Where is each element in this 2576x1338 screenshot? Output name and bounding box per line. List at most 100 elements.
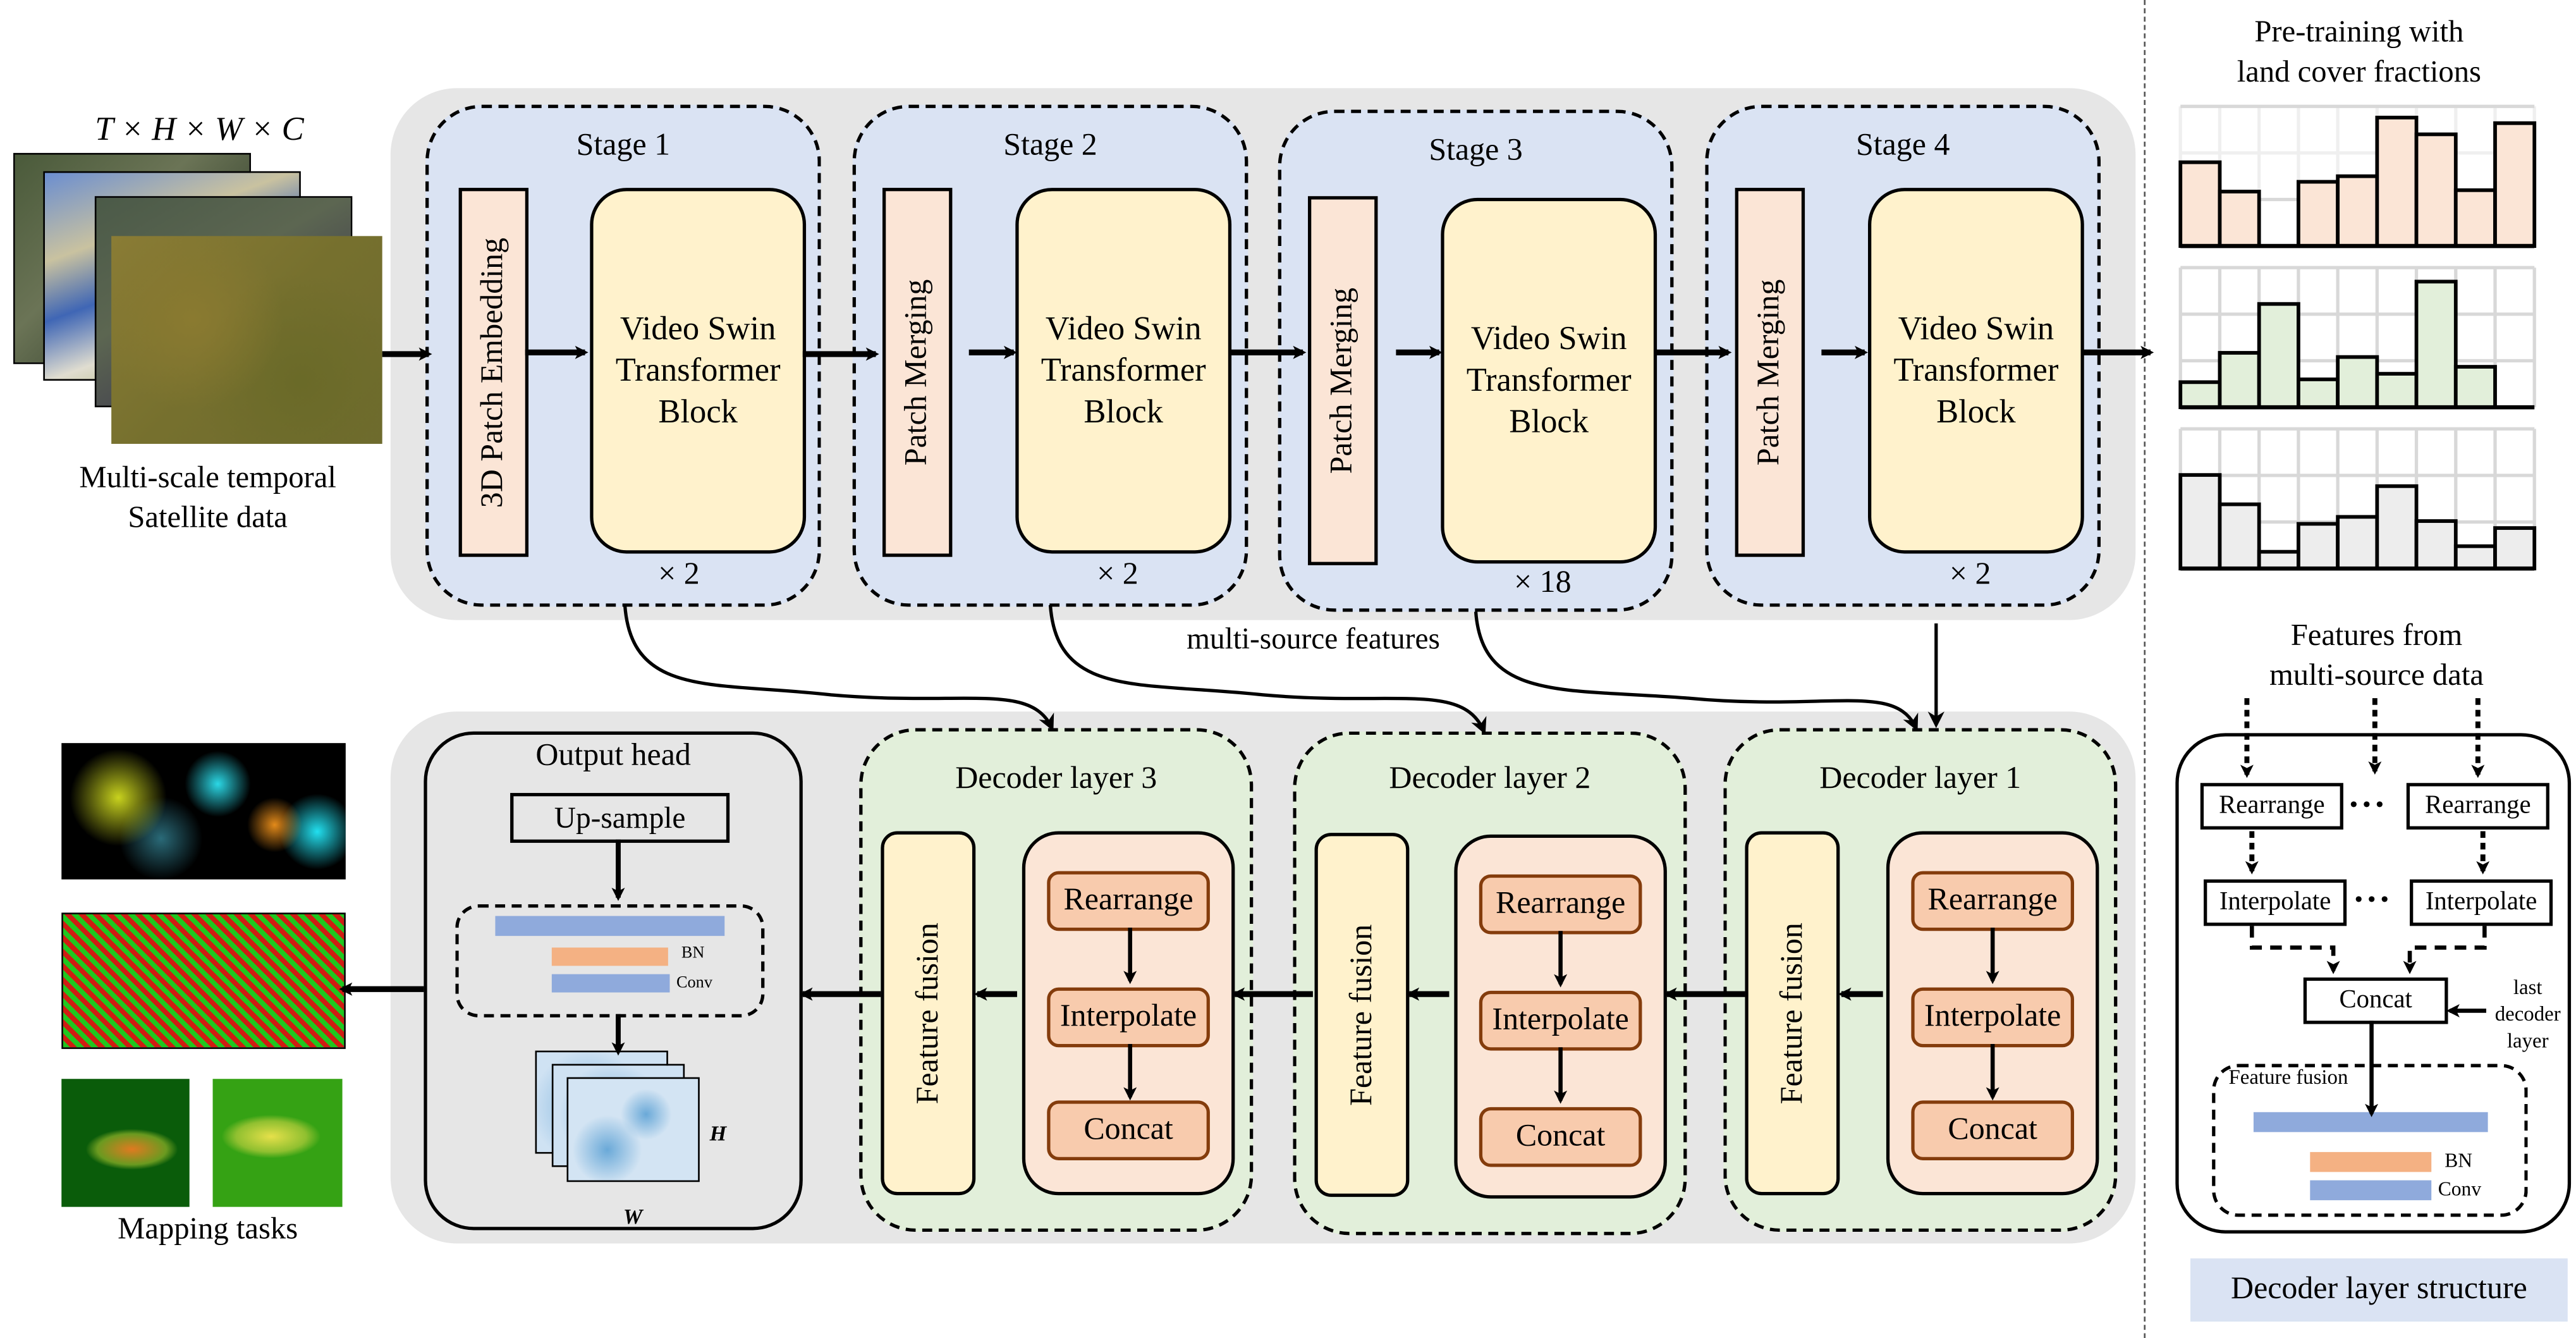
- decoder-structure-box: Rearrange • • • Rearrange Interpolate • …: [2175, 733, 2572, 1234]
- interpolate-box: Interpolate: [2204, 879, 2347, 926]
- header-line2: multi-source data: [2269, 660, 2484, 694]
- bar: [2297, 522, 2340, 571]
- repeat-count: × 18: [1514, 565, 1572, 601]
- mapping-result-1: [61, 743, 346, 880]
- block-label-line: Transformer: [615, 352, 781, 388]
- section-divider: [2144, 0, 2146, 1338]
- conv-label: Conv: [676, 974, 712, 993]
- block-label-line: Block: [1084, 393, 1164, 430]
- decoder-layer-title: Decoder layer 1: [1819, 761, 2022, 797]
- repeat-count: × 2: [1097, 556, 1138, 592]
- label-line: layer: [2506, 1029, 2549, 1053]
- bn-layer-bar: [551, 947, 668, 966]
- bn-label: BN: [2445, 1148, 2473, 1172]
- bar: [2178, 380, 2222, 409]
- rearrange-op: Rearrange: [1047, 871, 1210, 931]
- mapping-result-2: [61, 912, 346, 1049]
- ellipsis: • • •: [2355, 886, 2389, 911]
- stage-title: Stage 2: [1003, 128, 1097, 163]
- block-label-line: Video Swin: [1045, 310, 1202, 347]
- block-label-line: Block: [658, 393, 738, 430]
- feature-map: [566, 1077, 700, 1182]
- rearrange-box: Rearrange: [2200, 783, 2343, 830]
- bar-chart-2: [2178, 266, 2536, 410]
- bar: [2297, 377, 2340, 409]
- bar: [2375, 372, 2419, 409]
- conv-layer-bar: [551, 974, 670, 993]
- mapping-caption: Mapping tasks: [118, 1213, 298, 1247]
- block-label-line: Block: [1936, 393, 2016, 430]
- feature-fusion-block: Feature fusion: [1314, 833, 1410, 1197]
- pretraining-title: Pre-training with land cover fractions: [2180, 13, 2537, 93]
- bar-chart-1: [2178, 104, 2537, 249]
- conv-layer-bar: [2310, 1180, 2432, 1201]
- block-label-line: Video Swin: [620, 310, 776, 347]
- last-decoder-layer-label: last decoder layer: [2486, 974, 2569, 1054]
- block-label-line: Video Swin: [1470, 320, 1627, 357]
- conv-label: Conv: [2438, 1177, 2482, 1201]
- block-label-line: Transformer: [1466, 361, 1632, 398]
- concat-op: Concat: [1911, 1100, 2074, 1161]
- decoder-ops-block: Rearrange Interpolate Concat: [1454, 834, 1667, 1199]
- skip-connection-arrow: [1048, 605, 1487, 735]
- block-label-line: Block: [1509, 403, 1589, 440]
- input-caption: Multi-scale temporal Satellite data: [0, 459, 415, 539]
- repeat-count: × 2: [658, 556, 700, 592]
- decoder-structure-header: Features from multi-source data: [2194, 617, 2559, 696]
- conv-layer-bar: [495, 916, 725, 936]
- dashed-connector: [2250, 926, 2340, 974]
- skip-connection-arrow: [1474, 611, 1919, 732]
- skip-connection-arrow: [623, 605, 1054, 732]
- bar: [2493, 121, 2537, 248]
- bn-layer-bar: [2310, 1151, 2432, 1172]
- decoder-layer-title: Decoder layer 2: [1389, 761, 1591, 797]
- mapping-result-4: [212, 1079, 343, 1207]
- ellipsis: • • •: [2350, 791, 2384, 816]
- repeat-count: × 2: [1949, 556, 1991, 592]
- satellite-image: [111, 236, 382, 444]
- stage-title: Stage 4: [1855, 128, 1950, 163]
- bar: [2257, 302, 2300, 409]
- multi-source-features-label: multi-source features: [1187, 622, 1440, 655]
- interpolate-box: Interpolate: [2410, 879, 2553, 926]
- patch-merging-block: Patch Merging: [1735, 188, 1805, 557]
- concat-op: Concat: [1047, 1100, 1210, 1161]
- bar: [2493, 526, 2537, 571]
- block-label-line: Video Swin: [1898, 310, 2054, 347]
- interpolate-op: Interpolate: [1047, 987, 1210, 1048]
- decoder-ops-block: Rearrange Interpolate Concat: [1022, 831, 1235, 1196]
- decoder-layer-2: Decoder layer 2 Feature fusion Rearrange…: [1293, 731, 1687, 1236]
- conv-bn-group: BN Conv: [455, 904, 765, 1017]
- input-caption-line1: Multi-scale temporal: [79, 462, 336, 496]
- dashed-connector: [2403, 926, 2487, 974]
- bar: [2414, 519, 2458, 571]
- output-head-title: Output head: [535, 738, 691, 773]
- label-line: decoder: [2494, 1002, 2561, 1026]
- patch-merging-block: Patch Merging: [882, 188, 953, 557]
- feature-fusion-block: Feature fusion: [1745, 831, 1840, 1196]
- bar-chart-3: [2178, 427, 2537, 571]
- decoder-layer-3: Decoder layer 3 Feature fusion Rearrange…: [859, 728, 1254, 1232]
- height-label: H: [709, 1120, 727, 1146]
- decoder-structure-caption: Decoder layer structure: [2190, 1258, 2568, 1322]
- patch-merging-block: Patch Merging: [1308, 196, 1378, 565]
- concat-op: Concat: [1479, 1107, 1642, 1167]
- bar: [2453, 544, 2497, 571]
- stage-title: Stage 3: [1429, 133, 1523, 168]
- label-line: last: [2513, 976, 2542, 1000]
- width-label: W: [623, 1203, 643, 1229]
- pretraining-title-line1: Pre-training with: [2254, 16, 2464, 50]
- rearrange-box: Rearrange: [2406, 783, 2549, 830]
- mapping-result-3: [61, 1079, 190, 1207]
- decoder-layer-1: Decoder layer 1 Feature fusion Rearrange…: [1723, 728, 2118, 1232]
- header-line1: Features from: [2290, 620, 2463, 654]
